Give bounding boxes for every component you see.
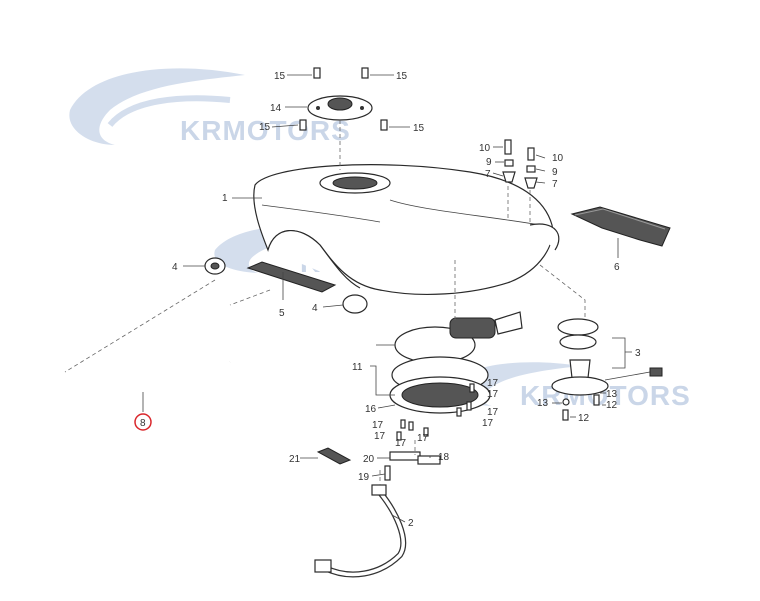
fuel-sender-unit: [551, 318, 663, 421]
callout-16: 16: [365, 404, 377, 415]
fuel-pump-assembly: [389, 311, 523, 414]
callout-17-a: 17: [487, 378, 499, 389]
callout-17-d: 17: [482, 418, 494, 429]
callout-7-left: 7: [485, 169, 491, 180]
callout-15-bottom-left: 15: [259, 122, 271, 133]
callout-19: 19: [358, 472, 370, 483]
dashed-guides: [64, 120, 586, 485]
callout-21: 21: [289, 454, 301, 465]
callout-6: 6: [614, 262, 620, 273]
callout-17-e: 17: [372, 420, 384, 431]
callout-15-bottom-right: 15: [413, 123, 425, 134]
callout-8: 8: [140, 418, 146, 429]
callout-12-upper: 12: [606, 400, 618, 411]
fuel-connector-parts: [316, 447, 441, 481]
rubber-pad: [570, 206, 671, 247]
callout-9-right: 9: [552, 167, 558, 178]
highlight-ring-8: [134, 413, 152, 431]
callout-7-right: 7: [552, 179, 558, 190]
callout-17-g: 17: [395, 438, 407, 449]
callout-1: 1: [222, 193, 228, 204]
fuel-pipe: [314, 484, 407, 578]
callout-14: 14: [270, 103, 282, 114]
callout-4-right: 4: [312, 303, 318, 314]
callout-labels: 1 2 3 4 4 5 6 7 7 8 9 9 10 10 11 12 12 1…: [134, 71, 641, 529]
bolt-15-set: [299, 67, 388, 131]
screw-17-set: [396, 383, 475, 441]
callout-20: 20: [363, 454, 375, 465]
callout-3: 3: [635, 348, 641, 359]
leader-lines: [142, 74, 632, 523]
callout-12-lower: 12: [578, 413, 590, 424]
callout-15-top-left: 15: [274, 71, 286, 82]
callout-18: 18: [438, 452, 450, 463]
callout-15-top-right: 15: [396, 71, 408, 82]
callout-13-left: 13: [537, 398, 549, 409]
callout-17-f: 17: [374, 431, 386, 442]
damper-left: [204, 257, 226, 275]
callout-13-right: 13: [606, 389, 618, 400]
callout-17-h: 17: [417, 433, 429, 444]
callout-10-left: 10: [479, 143, 491, 154]
callout-17-c: 17: [487, 407, 499, 418]
breather-hose: [58, 360, 231, 405]
callout-5: 5: [279, 308, 285, 319]
callout-10-right: 10: [552, 153, 564, 164]
damper-right: [342, 294, 368, 314]
watermark-text-top: KRMOTORS: [180, 115, 351, 146]
callout-17-b: 17: [487, 389, 499, 400]
fuel-filler-cap: [307, 95, 373, 121]
callout-11: 11: [352, 362, 363, 373]
callout-9-left: 9: [486, 157, 492, 168]
mount-hardware: [502, 139, 538, 189]
callout-4-left: 4: [172, 262, 178, 273]
foam-strip: [246, 261, 337, 293]
fuel-tank: [253, 164, 560, 295]
callout-2: 2: [408, 518, 414, 529]
